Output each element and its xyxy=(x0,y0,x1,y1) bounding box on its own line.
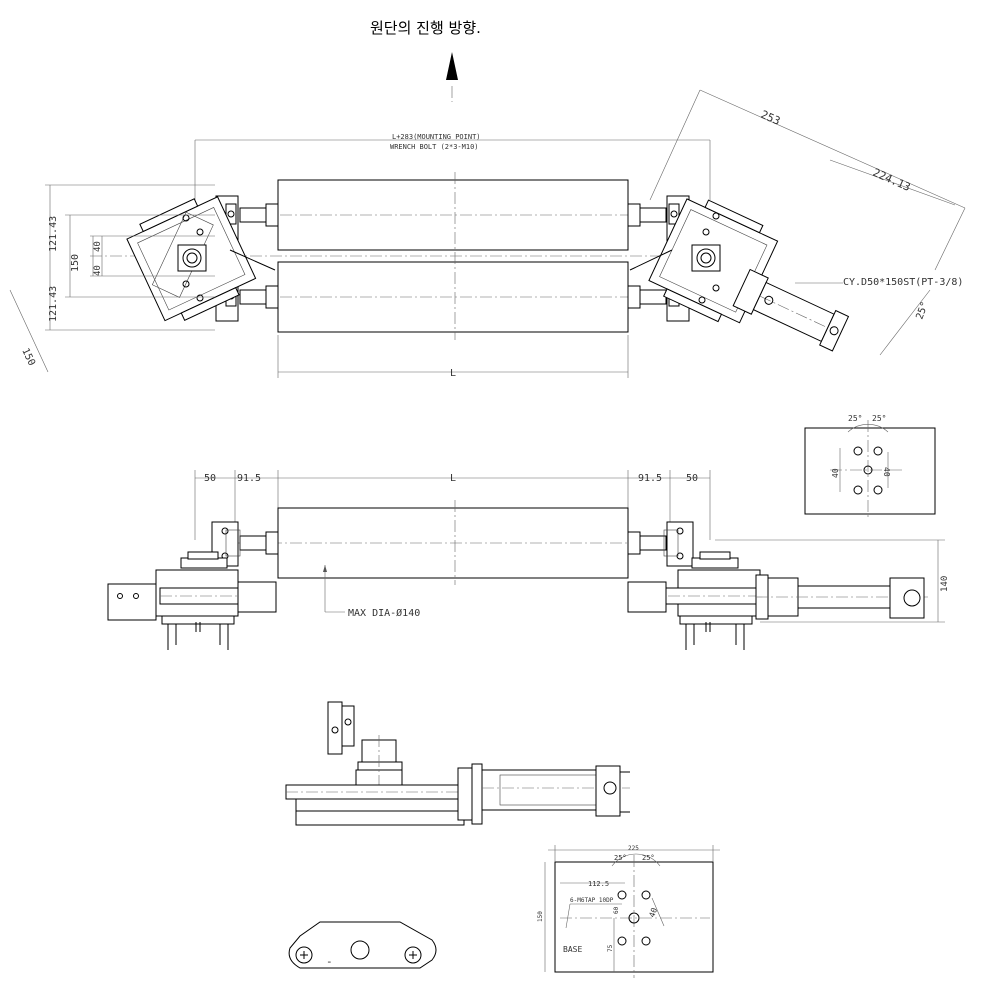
dim-224: 224.13 xyxy=(871,166,913,194)
dim-150-diag: 150 xyxy=(19,347,37,368)
base-angle-right: 25° xyxy=(642,854,655,862)
bracket-minus: - xyxy=(326,955,333,968)
detail-angle-left: 25° xyxy=(848,414,862,423)
dim-253-line xyxy=(699,89,966,209)
base-tap-label: 6-M6TAP 10DP xyxy=(570,897,614,904)
front-dim-915-left: 91.5 xyxy=(237,473,261,484)
mounting-point-label: L+283(MOUNTING POINT) xyxy=(392,133,481,141)
wrench-bolt-label: WRENCH BOLT (2*3-M10) xyxy=(390,143,479,151)
top-cylinder xyxy=(732,268,850,352)
dim-L-top: L xyxy=(450,368,456,379)
dim-150: 150 xyxy=(70,254,81,272)
base-dim-width: 225 xyxy=(628,845,639,852)
front-dim-915-right: 91.5 xyxy=(638,473,662,484)
dim-121-upper: 121.43 xyxy=(48,216,59,252)
detail-angle-right: 25° xyxy=(872,414,886,423)
dim-40-a: 40 xyxy=(93,241,103,252)
base-dim-small: 60 xyxy=(613,906,620,914)
base-dim-height: 150 xyxy=(537,911,544,922)
dim-121-lower: 121.43 xyxy=(48,286,59,322)
base-dim-1125: 112.5 xyxy=(588,880,609,888)
max-dia-label: MAX DIA-Ø140 xyxy=(348,607,420,619)
base-dim-40: 40 xyxy=(647,906,659,918)
angle-25-top: 25° xyxy=(914,300,931,321)
direction-title: 원단의 진행 방향. xyxy=(370,19,481,37)
front-dim-50-right: 50 xyxy=(686,473,698,484)
detail-plate-top-right: 25° 25° 40 40 xyxy=(804,414,936,520)
base-plate: 225 25° 25° 112.5 6-M6TAP 10DP 40 150 60… xyxy=(537,845,720,978)
front-dim-50-left: 50 xyxy=(204,473,216,484)
detail-40-left: 40 xyxy=(831,468,840,478)
base-label: BASE xyxy=(563,945,582,954)
front-dim-140: 140 xyxy=(940,576,950,592)
top-view: L+283(MOUNTING POINT) WRENCH BOLT (2*3-M… xyxy=(9,89,966,379)
base-angle-left: 25° xyxy=(614,854,627,862)
direction-arrow xyxy=(446,52,458,102)
detail-40-right: 40 xyxy=(882,467,891,477)
dim-40-b: 40 xyxy=(93,265,103,276)
front-view: 50 91.5 L 91.5 50 MAX DIA-Ø140 xyxy=(107,470,950,650)
base-dim-75: 75 xyxy=(607,944,614,952)
front-dim-L: L xyxy=(450,473,456,484)
side-view xyxy=(285,701,630,826)
cylinder-label: CY.D50*150ST(PT-3/8) xyxy=(843,277,963,288)
bracket-plate: - xyxy=(288,921,437,969)
